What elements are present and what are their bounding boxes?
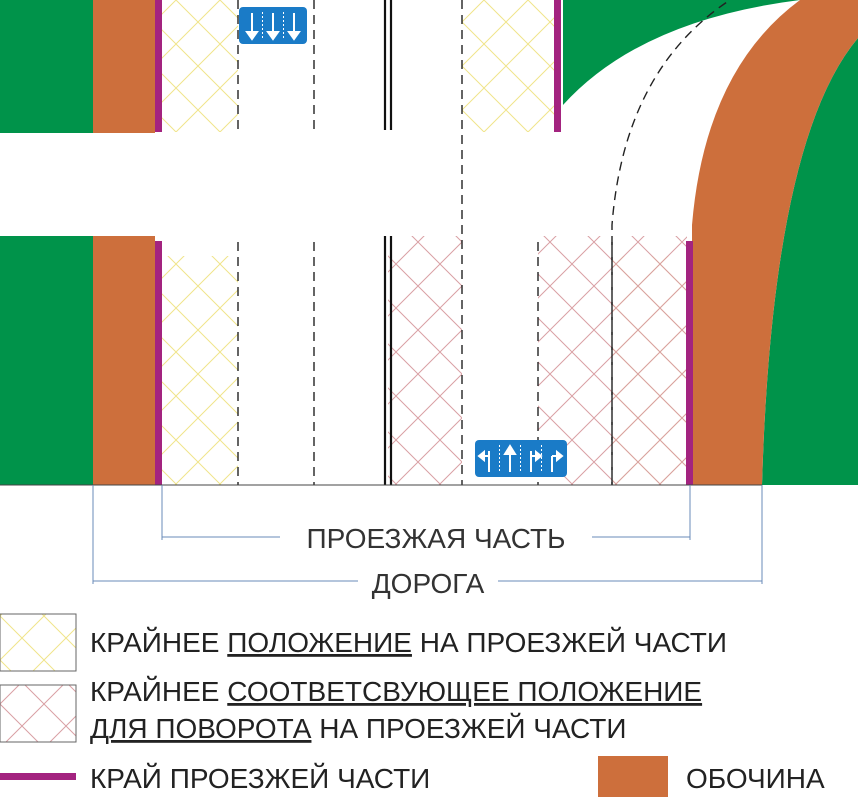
shoulder-bottom-left: [93, 236, 155, 485]
lane-arrows-turn-icon: [475, 440, 567, 477]
shoulder-right: [692, 0, 858, 485]
legend-shoulder-text: ОБОЧИНА: [686, 763, 825, 794]
extreme-zone-top-right: [462, 0, 554, 132]
legend-turn-text-line2: ДЛЯ ПОВОРОТА НА ПРОЕЗЖЕЙ ЧАСТИ: [90, 713, 627, 744]
carriageway-dimension: ПРОЕЗЖАЯ ЧАСТЬ: [161, 485, 691, 554]
grass-top-left: [0, 0, 93, 133]
legend-swatch-turn: [0, 684, 77, 743]
legend-turn-position: КРАЙНЕЕ СООТВЕТСВУЮЩЕЕ ПОЛОЖЕНИЕ ДЛЯ ПОВ…: [0, 676, 702, 744]
legend-swatch-shoulder: [598, 756, 668, 797]
legend-swatch-edge: [0, 773, 76, 780]
double-centre-line: [383, 0, 393, 485]
turn-zone-left: [388, 236, 462, 485]
legend-edge: КРАЙ ПРОЕЗЖЕЙ ЧАСТИ: [0, 763, 430, 794]
grass-right: [762, 38, 858, 485]
shoulder-top-left: [93, 0, 155, 133]
road-dimension: ДОРОГА: [92, 485, 763, 599]
edge-bottom-left: [155, 241, 162, 485]
edge-top-right: [554, 0, 561, 132]
road-label: ДОРОГА: [372, 568, 485, 599]
legend-edge-text: КРАЙ ПРОЕЗЖЕЙ ЧАСТИ: [90, 763, 430, 794]
legend-shoulder: ОБОЧИНА: [598, 756, 825, 797]
legend-swatch-extreme: [0, 613, 77, 672]
extreme-zone-bottom-left: [162, 256, 238, 485]
legend-turn-text-line1: КРАЙНЕЕ СООТВЕТСВУЮЩЕЕ ПОЛОЖЕНИЕ: [90, 676, 702, 707]
extreme-zone-top-left: [162, 0, 238, 132]
legend-extreme-position: КРАЙНЕЕ ПОЛОЖЕНИЕ НА ПРОЕЗЖЕЙ ЧАСТИ: [0, 613, 727, 672]
grass-bottom-left: [0, 236, 93, 485]
edge-top-left: [155, 0, 162, 132]
edge-bottom-right: [686, 241, 693, 485]
carriageway-label: ПРОЕЗЖАЯ ЧАСТЬ: [307, 523, 566, 554]
legend-extreme-text: КРАЙНЕЕ ПОЛОЖЕНИЕ НА ПРОЕЗЖЕЙ ЧАСТИ: [90, 627, 727, 658]
grass-top-corner: [563, 0, 858, 105]
lane-arrows-down-icon: [239, 7, 307, 44]
